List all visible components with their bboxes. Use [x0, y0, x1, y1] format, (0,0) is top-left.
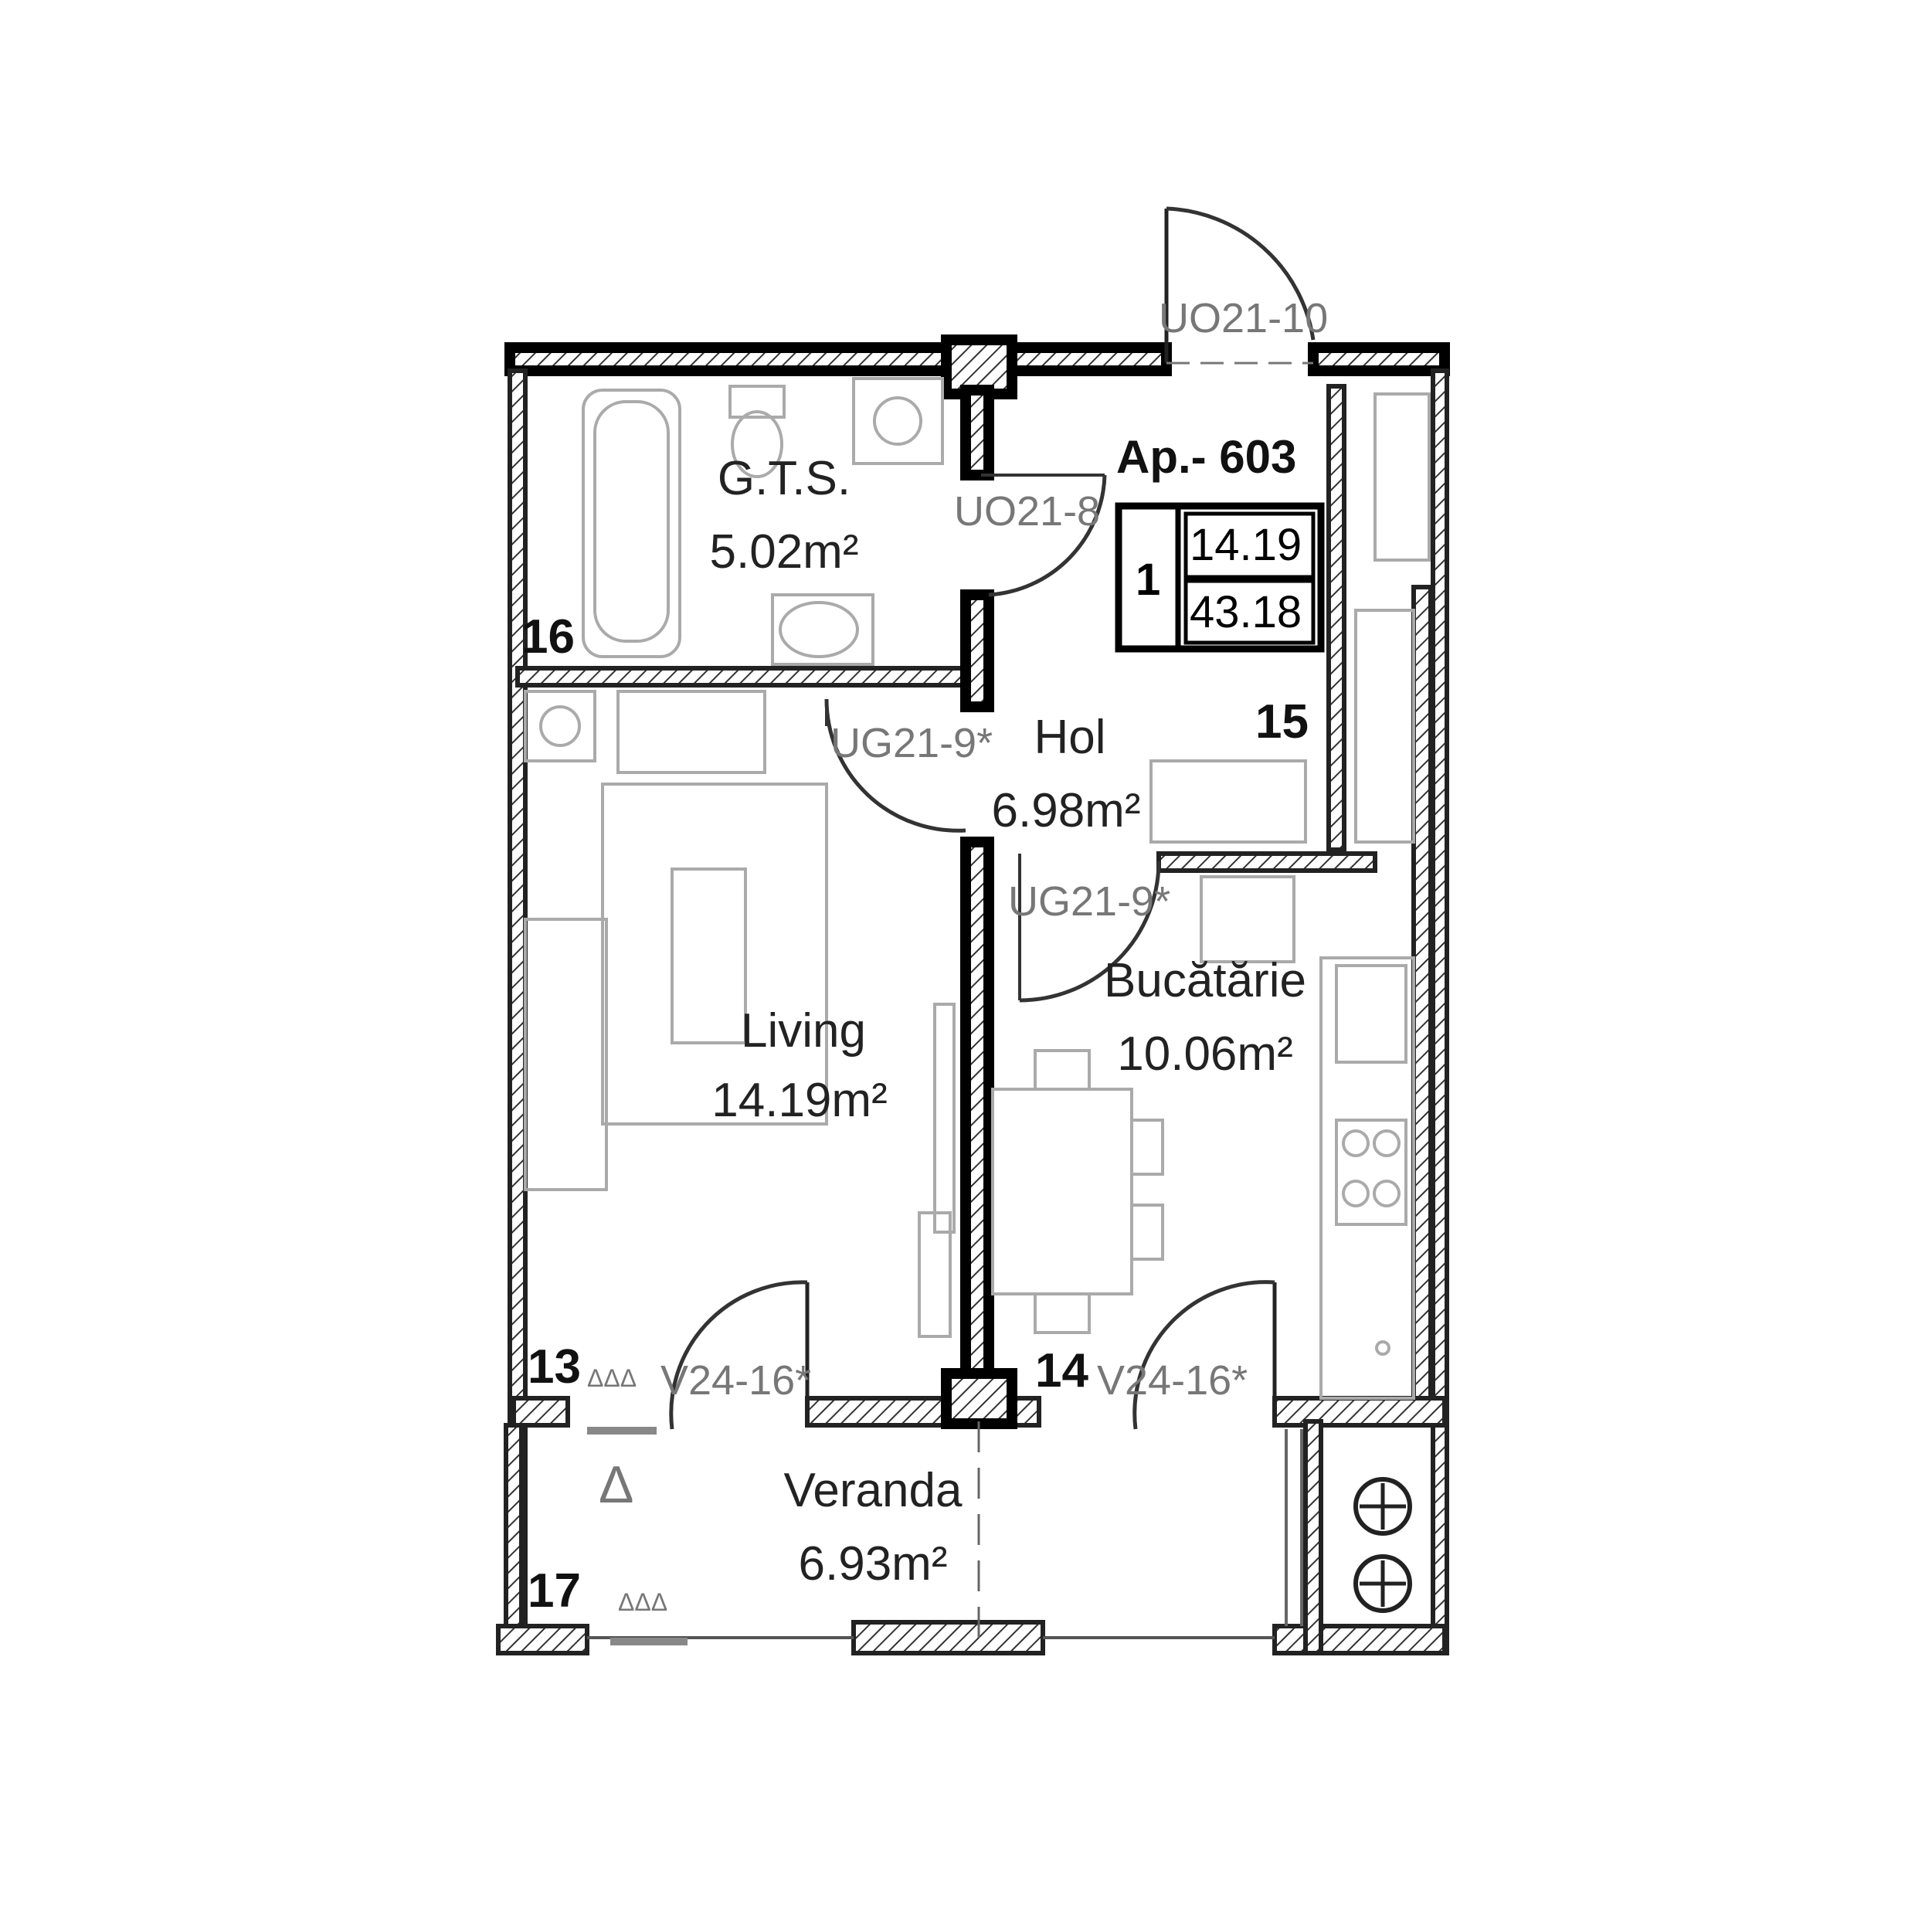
- room-name-hol: Hol: [1034, 711, 1105, 764]
- boiler: [524, 690, 596, 762]
- bath-hall-wall-top: [960, 385, 994, 480]
- radiator: [918, 1211, 952, 1338]
- room-name-kitchen: Bucătărie: [1104, 954, 1306, 1007]
- shelf: [616, 690, 766, 774]
- balcony-doors: [669, 1280, 1277, 1430]
- chair-1: [1034, 1049, 1091, 1091]
- triangle-mark-1: ΔΔΔ: [587, 1364, 637, 1392]
- veranda-bottom-wall-left: [496, 1624, 589, 1655]
- kitchen-counter: [1319, 956, 1415, 1400]
- triangle-marks: ΔΔΔ ΔΔΔ Δ: [587, 1364, 667, 1616]
- top-wall-right: [1308, 342, 1450, 376]
- apartment-title: Ap.- 603: [1116, 431, 1296, 483]
- kitchen-bottom-wall-right: [1272, 1396, 1447, 1428]
- tv-unit: [933, 1003, 956, 1234]
- room-name-gts: G.T.S.: [718, 452, 851, 505]
- shaft-box-mid: [1354, 609, 1415, 844]
- door-code-bathroom: UO21-8: [954, 488, 1100, 535]
- room-area-gts: 5.02m²: [710, 525, 859, 579]
- dining-table: [991, 1088, 1133, 1295]
- kitchen-door: [1018, 854, 1161, 1003]
- bath-hall-wall-bottom: [960, 589, 994, 712]
- right-wall-lower: [1431, 1411, 1449, 1655]
- room-name-veranda: Veranda: [784, 1464, 963, 1517]
- bathtub: [582, 389, 681, 658]
- top-wall-left: [504, 342, 1172, 376]
- chair-2: [1130, 1119, 1164, 1176]
- living-door: [824, 698, 966, 833]
- veranda-bottom-wall-right: [1272, 1624, 1447, 1655]
- door-code-balcony-right: V24-16*: [1097, 1357, 1248, 1404]
- stove: [1335, 1119, 1407, 1226]
- rooms-count: 1: [1136, 555, 1160, 605]
- fridge: [1200, 875, 1295, 963]
- walls: [496, 334, 1450, 1655]
- kitchen-sink: [1335, 964, 1407, 1064]
- room-labels: G.T.S. 5.02m² Hol 6.98m² Living 14.19m² …: [710, 452, 1306, 1591]
- right-wall-upper: [1431, 368, 1449, 1416]
- furniture: [524, 377, 1431, 1613]
- chair-3: [1130, 1204, 1164, 1261]
- door-code-kitchen: UG21-9*: [1008, 878, 1170, 925]
- marker-17: 17: [528, 1564, 581, 1618]
- door-code-living: UG21-9*: [830, 720, 993, 766]
- room-area-veranda: 6.93m²: [799, 1537, 948, 1591]
- apartment-info-box: Ap.- 603 1 14.19 43.18: [1115, 431, 1325, 653]
- marker-16: 16: [521, 610, 575, 664]
- door-code-balcony-left: V24-16*: [660, 1357, 811, 1404]
- bottom-column: [941, 1368, 1017, 1429]
- shaft-wall-left: [1326, 384, 1346, 852]
- door-codes: UO21-10 UO21-8 UG21-9* UG21-9* V24-16* V…: [660, 295, 1328, 1404]
- room-area-hol: 6.98m²: [992, 784, 1141, 837]
- triangle-mark-2: ΔΔΔ: [618, 1588, 667, 1616]
- toilet: [728, 385, 786, 419]
- hall-kitchen-wall: [1156, 851, 1377, 873]
- rug: [601, 783, 828, 1126]
- coffee-table: [671, 868, 747, 1044]
- washing-machine: [852, 377, 944, 465]
- sofa: [524, 918, 608, 1191]
- door-code-entry: UO21-10: [1159, 295, 1328, 341]
- chair-4: [1034, 1292, 1091, 1334]
- veranda-left-wall: [504, 1423, 524, 1652]
- shaft-numbers: 16 15 13 14 17: [521, 610, 1309, 1618]
- room-area-living: 14.19m²: [711, 1074, 887, 1127]
- shaft-box-top: [1373, 392, 1431, 562]
- entry-door: [1164, 206, 1316, 365]
- bathroom-sink: [771, 593, 874, 666]
- kitchen-right-shaft-wall: [1411, 585, 1433, 1401]
- total-area-value: 43.18: [1190, 587, 1302, 637]
- marker-15: 15: [1255, 695, 1309, 749]
- living-kitchen-wall: [960, 837, 994, 1380]
- glazing: [587, 1427, 1303, 1645]
- bathtub-inner: [593, 400, 670, 643]
- room-area-kitchen: 10.06m²: [1117, 1027, 1292, 1081]
- veranda-right-wall: [1303, 1419, 1323, 1655]
- triangle-mark-3: Δ: [599, 1455, 633, 1514]
- veranda-bottom-wall-mid: [851, 1620, 1045, 1655]
- bathroom-bottom-wall: [515, 666, 976, 688]
- room-name-living: Living: [741, 1004, 866, 1058]
- hall-wardrobe: [1149, 759, 1307, 844]
- living-area-value: 14.19: [1190, 520, 1302, 570]
- living-bottom-wall-left: [511, 1396, 570, 1428]
- marker-14: 14: [1035, 1344, 1088, 1397]
- bathroom-door: [981, 474, 1107, 597]
- marker-13: 13: [528, 1340, 581, 1394]
